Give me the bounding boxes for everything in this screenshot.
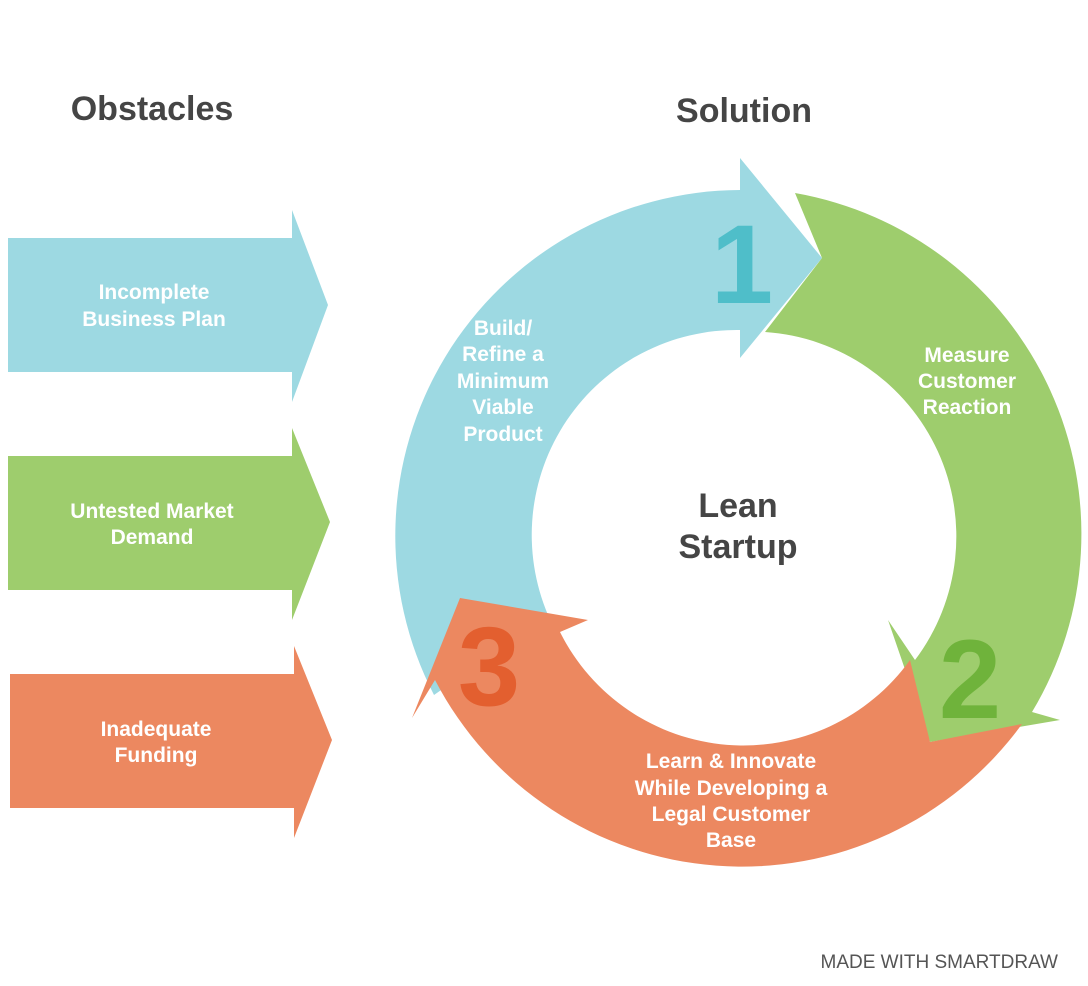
obstacle-label-line-2: Funding: [115, 744, 198, 767]
step-3-label-line-1: Learn & Innovate: [646, 750, 816, 773]
step-number-1: 1: [711, 202, 773, 327]
obstacle-label-line-2: Business Plan: [82, 308, 226, 331]
obstacle-arrow-market-demand: Untested Market Demand: [8, 428, 330, 620]
cycle-step-2: 2 Measure Customer Reaction: [765, 193, 1082, 742]
step-1-label-line-4: Viable: [472, 396, 533, 419]
cycle-step-1: 1 Build/ Refine a Minimum Viable Product: [395, 158, 822, 695]
step-2-label-line-1: Measure: [924, 344, 1009, 367]
step-3-label-line-4: Base: [706, 829, 756, 852]
step-1-label-line-5: Product: [463, 423, 542, 446]
obstacle-label-line-2: Demand: [111, 526, 194, 549]
step-number-2: 2: [939, 617, 1001, 742]
center-title-line-2: Startup: [679, 528, 798, 566]
smartdraw-credit: MADE WITH SMARTDRAW: [821, 952, 1059, 973]
obstacle-arrow-shape: [10, 646, 332, 838]
obstacle-arrow-shape: [8, 210, 328, 402]
cycle-arrow-learn: [412, 598, 1022, 867]
cycle-step-3: 3 Learn & Innovate While Developing a Le…: [412, 598, 1022, 867]
obstacle-label-line-1: Untested Market: [70, 500, 233, 523]
step-3-label-line-2: While Developing a: [635, 777, 828, 800]
step-1-label-line-3: Minimum: [457, 370, 549, 393]
cycle-arrow-measure: [765, 193, 1082, 742]
center-title-line-1: Lean: [698, 487, 777, 525]
obstacles-heading: Obstacles: [71, 90, 234, 128]
step-1-label-line-2: Refine a: [462, 343, 544, 366]
obstacle-label-line-1: Incomplete: [99, 281, 210, 304]
obstacle-arrow-shape: [8, 428, 330, 620]
obstacle-arrow-business-plan: Incomplete Business Plan: [8, 210, 328, 402]
step-3-label-line-3: Legal Customer: [652, 803, 811, 826]
step-2-label-line-2: Customer: [918, 370, 1016, 393]
step-2-label-line-3: Reaction: [923, 396, 1012, 419]
solution-heading: Solution: [676, 92, 812, 130]
step-number-3: 3: [458, 604, 520, 729]
obstacle-label-line-1: Inadequate: [101, 718, 212, 741]
obstacle-arrow-funding: Inadequate Funding: [10, 646, 332, 838]
cycle-arrow-build: [395, 158, 822, 695]
step-1-label-line-1: Build/: [474, 317, 532, 340]
